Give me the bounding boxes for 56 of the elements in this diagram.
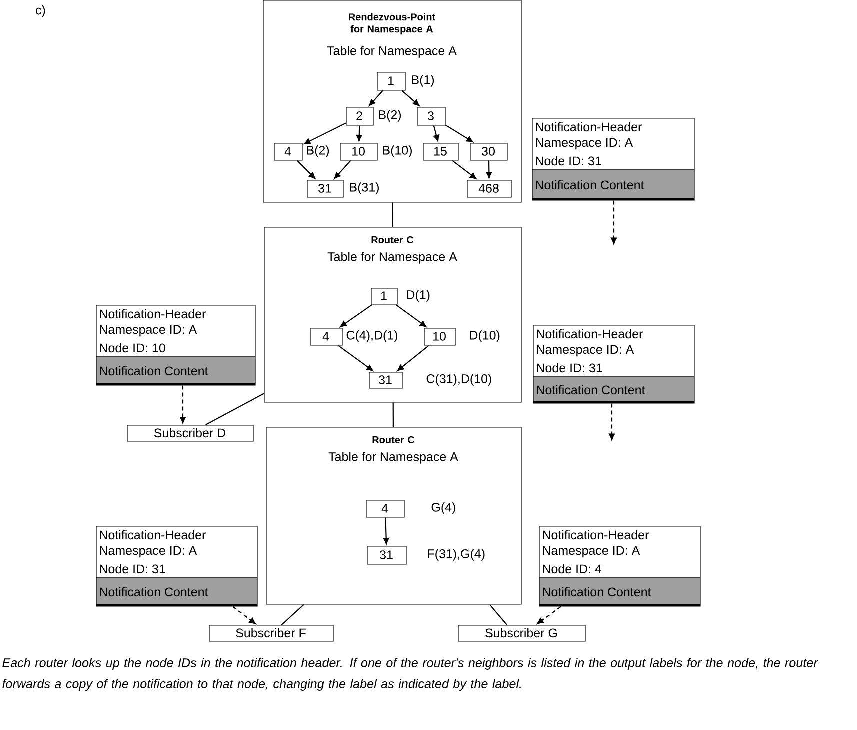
table-entry-box: 4	[274, 143, 303, 161]
arrow	[537, 606, 562, 624]
arrow	[397, 345, 430, 372]
panel-label: c)	[36, 6, 46, 18]
arrow	[446, 124, 474, 143]
output-label: B(31)	[350, 182, 379, 194]
table-entry-box: 1	[371, 288, 398, 305]
output-label: G(4)	[432, 502, 456, 514]
arrow	[611, 200, 618, 244]
table-entry-box: 31	[369, 372, 403, 389]
arrow	[433, 126, 440, 142]
table-entry-box: 10	[340, 143, 378, 161]
output-label: B(2)	[307, 146, 330, 158]
output-label: B(10)	[383, 146, 412, 158]
table-entry-box: 15	[423, 143, 459, 161]
subscriber-box: Subscriber D	[127, 425, 254, 442]
table-entry-box: 3	[417, 107, 446, 126]
table-entry-box: 30	[470, 143, 508, 161]
arrow	[296, 160, 316, 180]
table-entry-box: 2	[346, 107, 374, 126]
arrow	[609, 404, 616, 440]
arrow	[232, 606, 256, 624]
output-label: C(4),D(1)	[346, 330, 398, 342]
arrow	[334, 160, 352, 180]
subscriber-box: Subscriber F	[209, 625, 334, 642]
arrow	[396, 304, 427, 328]
output-label: F(31),G(4)	[428, 549, 485, 561]
arrow	[304, 122, 346, 144]
output-label: D(1)	[407, 290, 430, 302]
arrow	[402, 90, 420, 106]
notification-box: Notification-Header Namespace ID: A Node ID: 31 Notification Content	[96, 526, 258, 607]
arrow	[180, 386, 186, 424]
table-entry-box: 468	[467, 180, 512, 198]
notification-box: Notification-Header Namespace ID: A Node ID: 31 Notification Content	[532, 118, 695, 201]
notification-box: Notification-Header Namespace ID: A Node ID: 31 Notification Content	[532, 325, 695, 404]
output-label: B(1)	[412, 75, 434, 87]
table-entry-box: 31	[307, 180, 344, 198]
notification-box: Notification-Header Namespace ID: A Node ID: 10 Notification Content	[96, 305, 256, 386]
output-label: B(2)	[379, 110, 402, 122]
table-entry-box: 10	[424, 328, 456, 346]
table-entry-box: 4	[366, 500, 405, 518]
arrow	[452, 160, 477, 180]
table-entry-box: 31	[367, 546, 407, 565]
output-label: C(31),D(10)	[426, 374, 492, 386]
arrow	[340, 304, 373, 328]
output-label: D(10)	[470, 330, 500, 342]
caption: Each router looks up the node IDs in the notification header. If one of the router's neighbors is listed in the output labels for the node, the router forwards a copy of the notification to that node, changing the label as indicated by the label.	[2, 658, 818, 691]
arrow	[369, 90, 384, 106]
arrow	[338, 345, 374, 372]
arrow	[356, 126, 362, 142]
arrow	[486, 160, 492, 179]
table-entry-box: 4	[310, 328, 343, 346]
subscriber-box: Subscriber G	[458, 625, 586, 642]
arrow	[383, 518, 390, 545]
notification-box: Notification-Header Namespace ID: A Node ID: 4 Notification Content	[538, 526, 701, 607]
table-entry-box: 1	[377, 72, 406, 91]
